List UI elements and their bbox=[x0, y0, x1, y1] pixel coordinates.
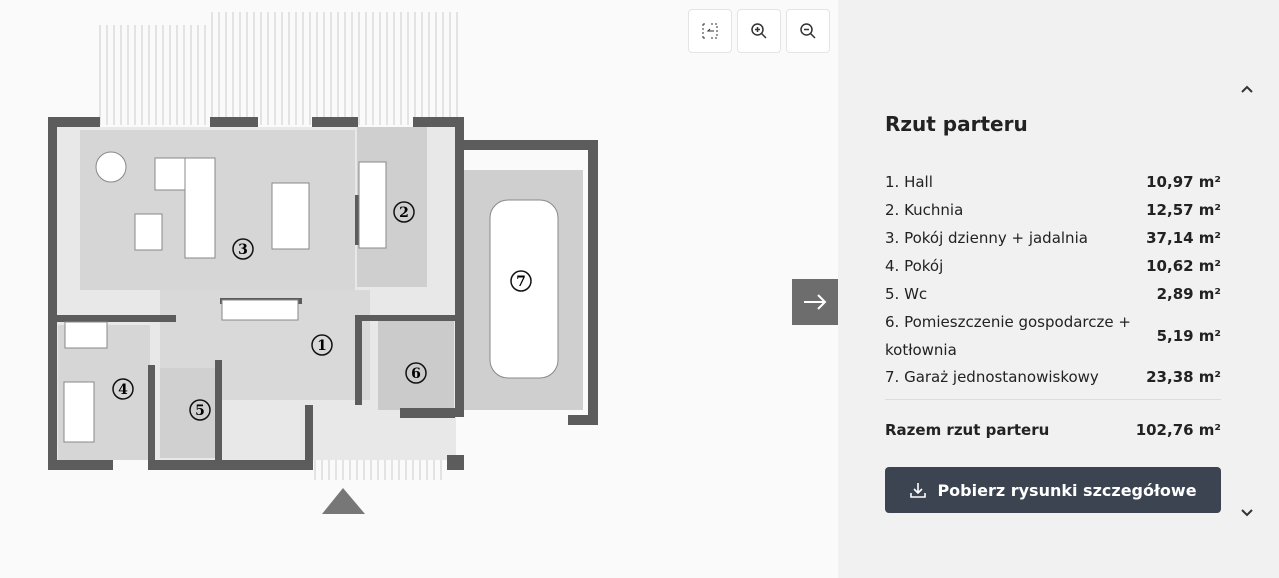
svg-text:2: 2 bbox=[399, 205, 409, 221]
room-row: 6. Pomieszczenie gospodarcze + kotłownia… bbox=[885, 308, 1221, 364]
plan-viewer: 1 2 3 4 5 6 7 bbox=[0, 0, 838, 578]
total-row: Razem rzut parteru 102,76 m² bbox=[885, 416, 1221, 444]
svg-text:5: 5 bbox=[195, 403, 205, 419]
svg-text:1: 1 bbox=[317, 338, 327, 354]
room-marker: 2 bbox=[393, 201, 415, 223]
room-marker: 5 bbox=[189, 399, 211, 421]
furniture bbox=[63, 151, 559, 443]
room-name: 3. Pokój dzienny + jadalnia bbox=[885, 229, 1088, 247]
floor-plan[interactable]: 1 2 3 4 5 6 7 bbox=[0, 0, 838, 578]
zoom-in-icon bbox=[751, 23, 767, 39]
svg-text:6: 6 bbox=[411, 366, 421, 382]
room-area: 2,89 m² bbox=[1156, 285, 1221, 303]
room-marker: 7 bbox=[510, 270, 532, 292]
room-details-panel: Rzut parteru 1. Hall 10,97 m² 2. Kuchnia 12… bbox=[838, 0, 1279, 578]
room-row: 2. Kuchnia 12,57 m² bbox=[885, 196, 1221, 224]
room-area: 37,14 m² bbox=[1146, 229, 1221, 247]
room-marker: 1 bbox=[311, 334, 333, 356]
chevron-down-icon[interactable] bbox=[1240, 508, 1254, 518]
download-label: Pobierz rysunki szczegółowe bbox=[937, 480, 1197, 500]
room-name: 2. Kuchnia bbox=[885, 201, 964, 219]
room-area: 10,97 m² bbox=[1146, 173, 1221, 191]
room-row: 1. Hall 10,97 m² bbox=[885, 168, 1221, 196]
divider bbox=[885, 399, 1221, 400]
fit-screen-icon bbox=[702, 23, 718, 39]
room-name: 5. Wc bbox=[885, 285, 928, 303]
room-marker: 3 bbox=[232, 238, 254, 260]
arrow-right-icon bbox=[804, 294, 827, 310]
download-drawings-button[interactable]: Pobierz rysunki szczegółowe bbox=[885, 467, 1221, 513]
room-area: 23,38 m² bbox=[1146, 368, 1221, 386]
room-marker: 6 bbox=[405, 362, 427, 384]
chevron-up-icon[interactable] bbox=[1240, 84, 1254, 94]
next-plan-button[interactable] bbox=[792, 279, 838, 325]
room-row: 5. Wc 2,89 m² bbox=[885, 280, 1221, 308]
room-name: 7. Garaż jednostanowiskowy bbox=[885, 368, 1099, 386]
room-name: 4. Pokój bbox=[885, 257, 944, 275]
room-markers: 1 2 3 4 5 6 7 bbox=[112, 201, 532, 421]
fit-screen-button[interactable] bbox=[688, 9, 732, 53]
room-area: 10,62 m² bbox=[1146, 257, 1221, 275]
room-row: 7. Garaż jednostanowiskowy 23,38 m² bbox=[885, 363, 1221, 391]
room-name: 6. Pomieszczenie gospodarcze + kotłownia bbox=[885, 313, 1131, 359]
svg-text:7: 7 bbox=[516, 274, 526, 290]
svg-text:3: 3 bbox=[238, 242, 248, 258]
room-name: 1. Hall bbox=[885, 173, 933, 191]
zoom-in-button[interactable] bbox=[737, 9, 781, 53]
room-row: 3. Pokój dzienny + jadalnia 37,14 m² bbox=[885, 224, 1221, 252]
room-marker: 4 bbox=[112, 378, 134, 400]
room-area: 12,57 m² bbox=[1146, 201, 1221, 219]
room-row: 4. Pokój 10,62 m² bbox=[885, 252, 1221, 280]
zoom-out-icon bbox=[800, 23, 816, 39]
panel-title: Rzut parteru bbox=[885, 112, 1028, 136]
room-area: 5,19 m² bbox=[1156, 327, 1221, 345]
zoom-out-button[interactable] bbox=[786, 9, 830, 53]
download-icon bbox=[910, 483, 927, 498]
north-arrow-icon bbox=[322, 488, 365, 514]
total-label: Razem rzut parteru bbox=[885, 421, 1050, 439]
total-area: 102,76 m² bbox=[1135, 421, 1221, 439]
svg-text:4: 4 bbox=[118, 382, 128, 398]
